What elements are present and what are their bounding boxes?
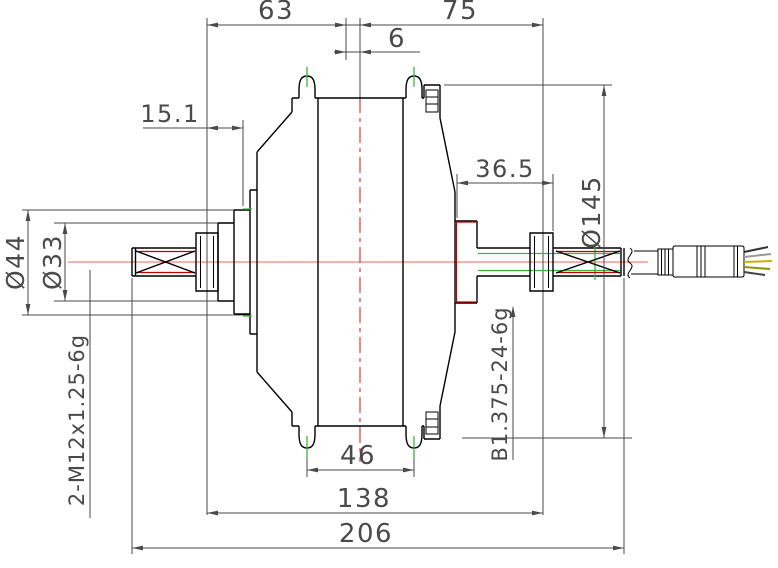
dim-138: 138 — [207, 484, 543, 516]
extension-lines — [22, 18, 632, 554]
dim-145: Ø145 — [577, 85, 607, 438]
right-thread-hatch — [555, 250, 621, 274]
freewheel-thread-label: B1.375-24-6g — [488, 306, 512, 461]
freewheel-thread-red — [455, 221, 476, 303]
right-thread-red — [556, 250, 620, 274]
cover-tick-marks — [243, 208, 252, 317]
callout-freewheel-thread: B1.375-24-6g — [488, 306, 516, 462]
left-side-cover — [217, 111, 293, 413]
dim-138-label: 138 — [337, 484, 391, 514]
right-locknut — [529, 232, 554, 292]
callout-axle-thread: 2-M12x1.25-6g — [65, 270, 91, 518]
dim-33-label: Ø33 — [38, 234, 67, 290]
dim-46: 46 — [307, 441, 414, 473]
dim-36-5: 36.5 — [457, 155, 553, 186]
dim-63: 63 — [207, 0, 543, 28]
right-axle-assembly — [477, 232, 625, 292]
dim-33: Ø33 — [38, 223, 68, 301]
cable-ferrule — [657, 248, 674, 276]
connector-wires — [743, 246, 773, 276]
dim-75-label: 75 — [442, 0, 478, 26]
centerlines — [68, 97, 648, 462]
flange-tick-marks — [306, 67, 415, 458]
dim-6: 6 — [334, 24, 420, 55]
dim-15-1: 15.1 — [140, 100, 243, 131]
green-wire — [743, 266, 771, 270]
cable-break-symbol — [627, 247, 633, 279]
dim-145-label: Ø145 — [577, 175, 606, 248]
dim-15-1-label: 15.1 — [140, 100, 199, 128]
dim-6-label: 6 — [388, 24, 406, 54]
dim-206-label: 206 — [339, 519, 393, 549]
dimension-annotations: 63 75 6 15.1 36.5 Ø145 — [1, 0, 624, 551]
left-thread-red — [136, 250, 195, 274]
yellow-wire — [743, 260, 773, 263]
dim-44: Ø44 — [1, 210, 31, 315]
dim-46-label: 46 — [340, 441, 376, 471]
dim-44-label: Ø44 — [1, 234, 30, 290]
left-locknut — [195, 232, 219, 292]
spoke-flanges — [298, 67, 423, 458]
dim-75: 75 — [360, 0, 543, 28]
dim-36-5-label: 36.5 — [475, 155, 534, 183]
connector-body — [672, 245, 745, 278]
axle-thread-label: 2-M12x1.25-6g — [65, 334, 89, 506]
cable — [631, 250, 658, 275]
dim-206: 206 — [132, 519, 624, 551]
dim-63-label: 63 — [258, 0, 294, 26]
cable-connector — [627, 245, 773, 279]
motor-body — [131, 67, 773, 458]
right-side-cover — [423, 84, 478, 440]
left-thread-hatch — [135, 250, 196, 274]
left-axle-assembly — [131, 232, 219, 292]
